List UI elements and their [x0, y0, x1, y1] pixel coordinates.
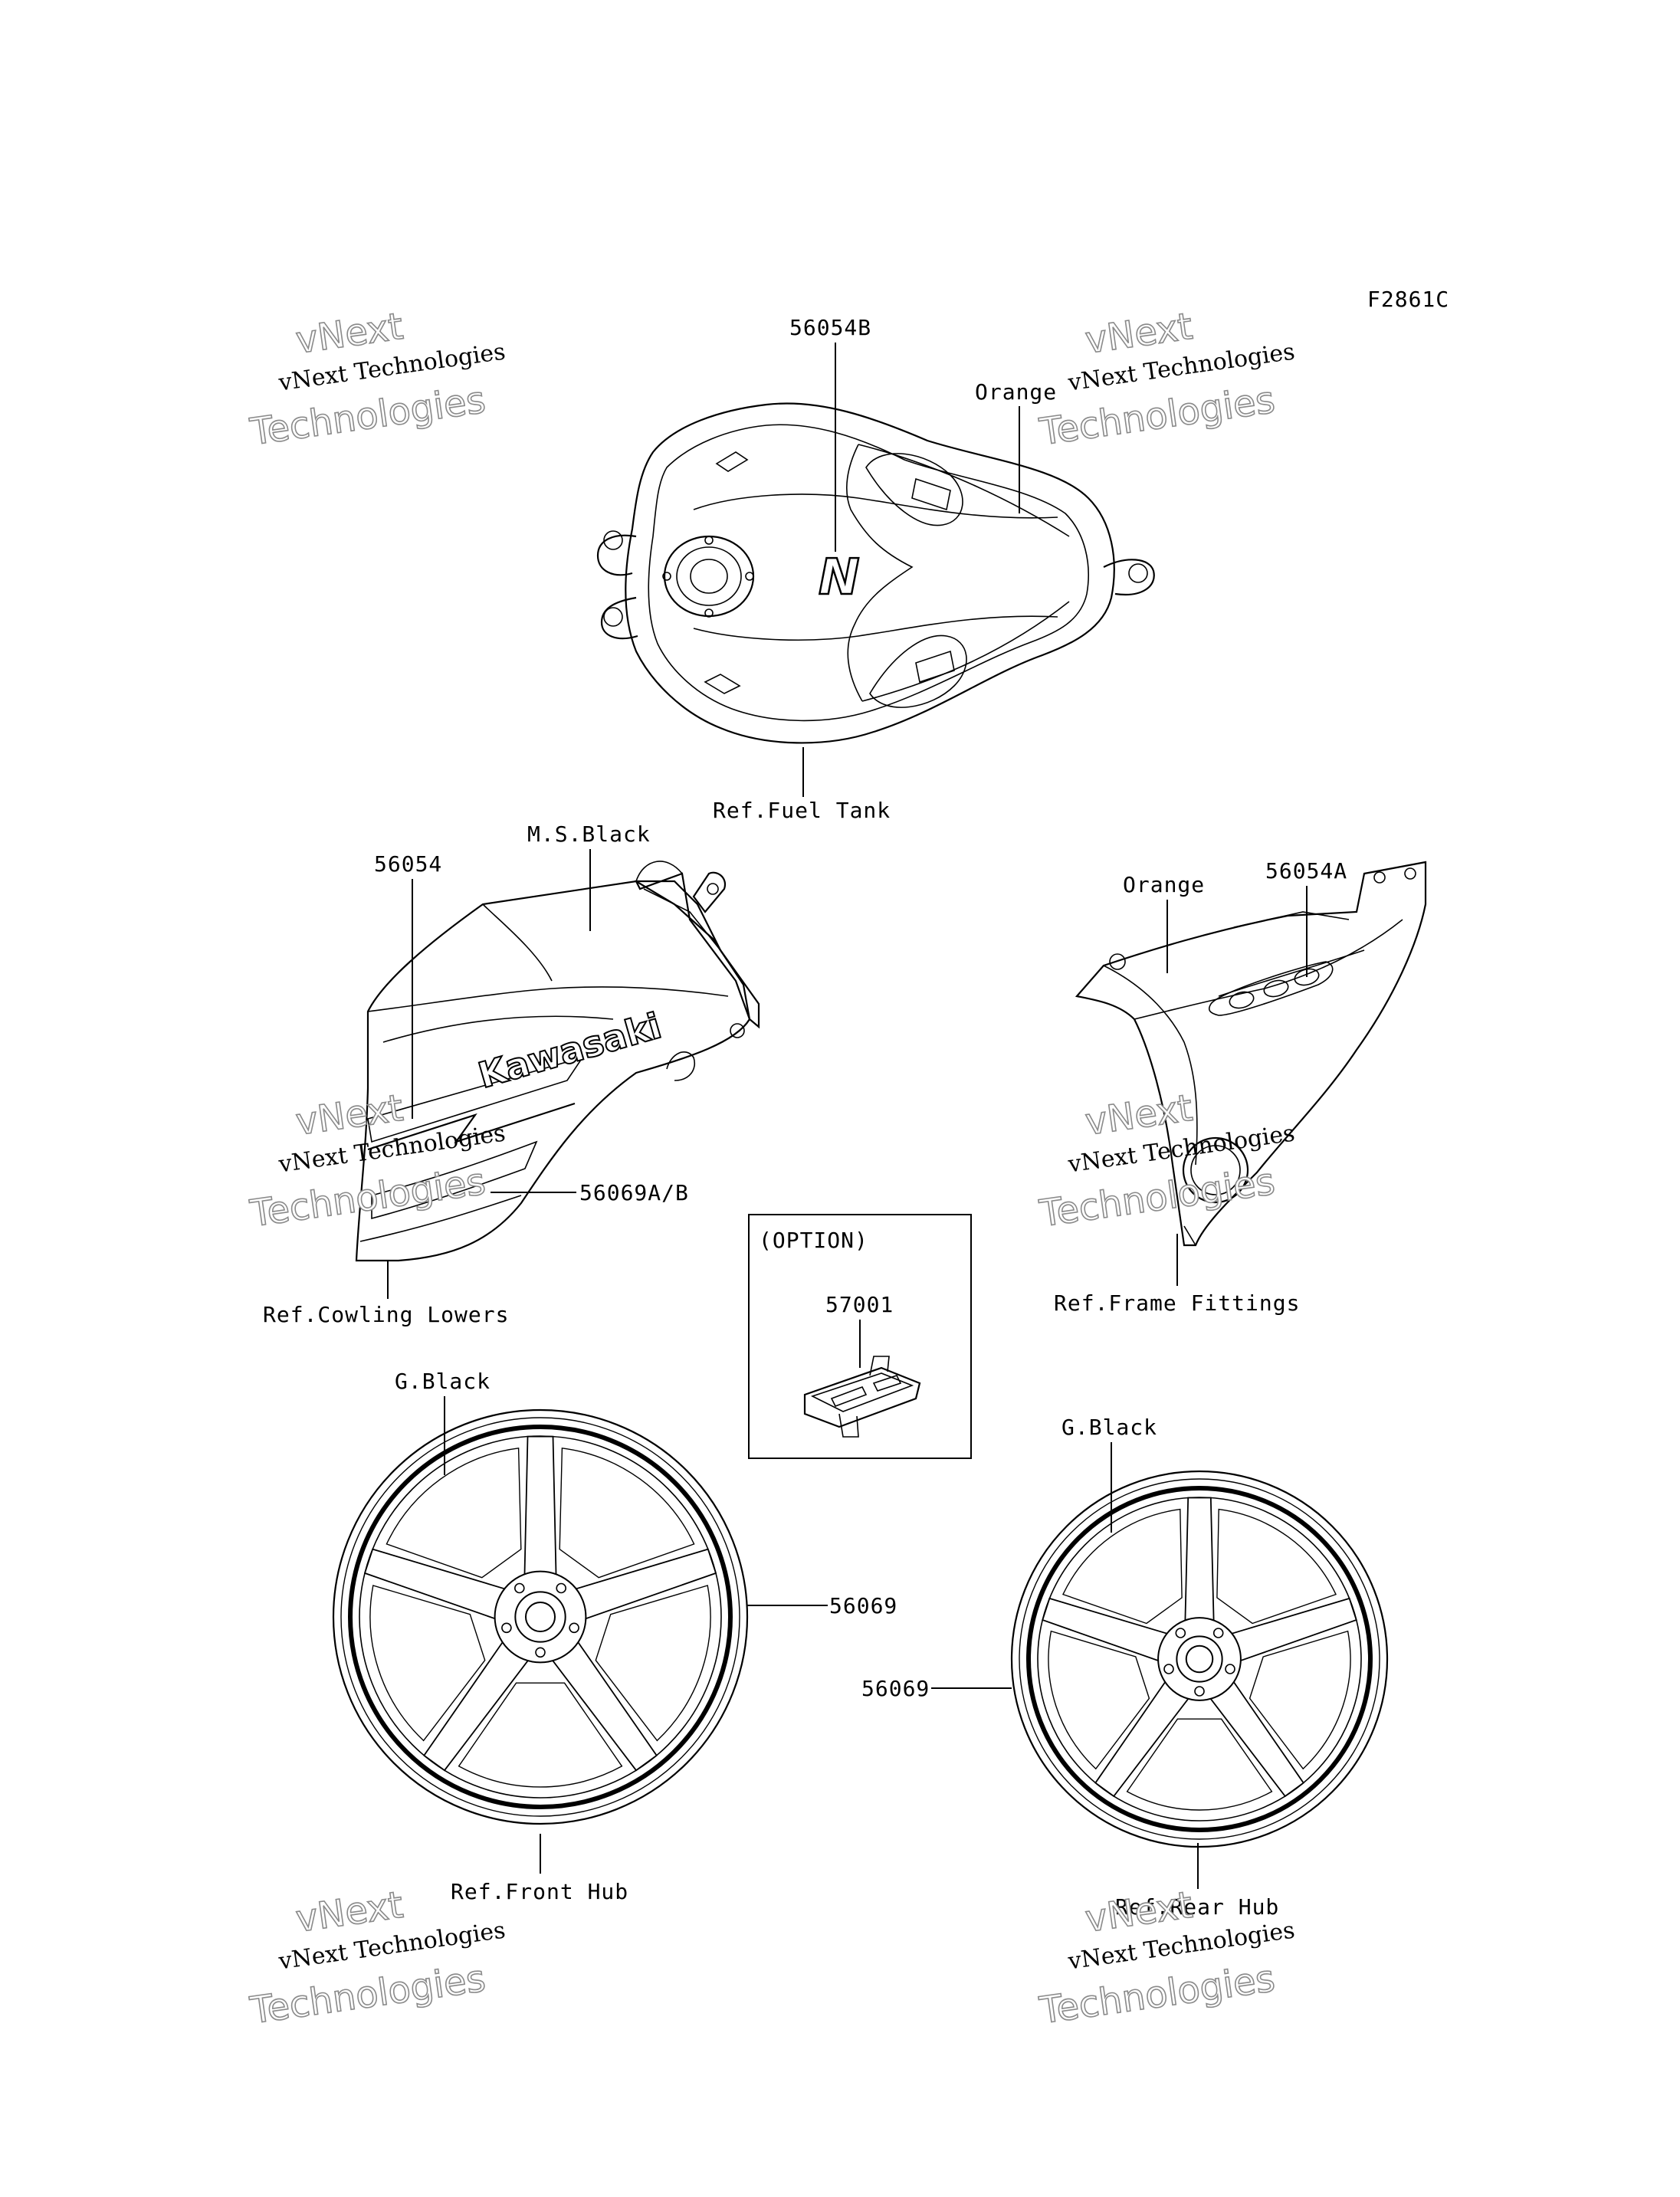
figure-code: F2861C	[1367, 287, 1449, 312]
rear-wheel-spoke-window	[1062, 1508, 1183, 1625]
option-part-57001-drawing	[803, 1356, 921, 1438]
label-ref-frame-fittings: Ref.Frame Fittings	[1054, 1290, 1300, 1316]
fuel-tank-drawing	[596, 402, 1155, 744]
rear-wheel-bolt	[1175, 1628, 1186, 1638]
label-front-56069: 56069	[829, 1593, 897, 1618]
rear-wheel-drawing	[1010, 1470, 1389, 1848]
rear-wheel-rim-edge	[1019, 1478, 1380, 1840]
label-ms-black: M.S.Black	[527, 821, 651, 847]
label-ref-rear-hub: Ref.Rear Hub	[1115, 1894, 1279, 1920]
front-wheel-bolt	[569, 1622, 579, 1634]
right-side-cover-drawing	[1075, 861, 1427, 1247]
label-ref-front-hub: Ref.Front Hub	[451, 1879, 628, 1904]
front-wheel-bolt	[535, 1647, 546, 1658]
front-wheel-spoke-window	[369, 1585, 486, 1742]
rear-wheel-rim-stripe	[1026, 1486, 1373, 1832]
front-wheel-spoke-window	[559, 1448, 695, 1579]
front-wheel-bolt	[514, 1582, 525, 1594]
rear-wheel-rim-outer	[1010, 1470, 1389, 1848]
watermark-top-left: vNext vNext Technologies Technologies	[247, 304, 507, 454]
front-wheel-rim-outer	[332, 1408, 749, 1825]
front-wheel-spoke-window	[458, 1682, 623, 1788]
front-wheel-rim-stripe	[348, 1425, 733, 1809]
front-wheel-hub-ring	[514, 1591, 566, 1643]
label-57001: 57001	[825, 1292, 894, 1317]
rear-wheel-spoke	[1042, 1597, 1168, 1662]
rear-wheel-spoke	[1209, 1681, 1304, 1798]
label-ref-cowling-lowers: Ref.Cowling Lowers	[263, 1302, 509, 1327]
label-right-orange: Orange	[1123, 872, 1205, 897]
rear-wheel-spoke-window	[1216, 1508, 1337, 1625]
watermark-middle-right: vNext vNext Technologies Technologies	[1036, 1086, 1297, 1236]
rear-wheel-spoke-window	[1048, 1630, 1150, 1770]
rear-wheel-spoke	[1184, 1497, 1215, 1622]
label-56054a: 56054A	[1265, 858, 1347, 884]
front-wheel-spoke-window	[386, 1448, 522, 1579]
label-rear-g-black: G.Black	[1061, 1415, 1157, 1440]
option-box	[748, 1214, 972, 1459]
rear-wheel-bolt	[1212, 1628, 1224, 1638]
front-wheel-spoke	[363, 1548, 506, 1620]
front-wheel-spoke	[423, 1641, 530, 1772]
front-wheel-bolt	[501, 1622, 512, 1634]
label-tank-orange: Orange	[975, 379, 1057, 405]
rear-wheel-axle	[1185, 1644, 1214, 1674]
rear-wheel-hub-ring	[1176, 1635, 1223, 1683]
label-56069ab: 56069A/B	[579, 1180, 689, 1205]
rear-wheel-spoke	[1231, 1597, 1357, 1662]
label-ref-fuel-tank: Ref.Fuel Tank	[713, 798, 891, 823]
label-option: (OPTION)	[759, 1228, 868, 1253]
watermark-top-right: vNext vNext Technologies Technologies	[1036, 304, 1297, 454]
tank-logo-decal: N	[819, 549, 860, 606]
label-56054b: 56054B	[789, 315, 871, 340]
front-wheel-spoke	[575, 1548, 717, 1620]
label-rear-56069: 56069	[861, 1676, 930, 1701]
label-56054: 56054	[374, 851, 442, 877]
rear-wheel-bolt	[1225, 1664, 1235, 1674]
rear-wheel-bolt	[1163, 1664, 1174, 1674]
rear-wheel-bolt	[1194, 1686, 1205, 1697]
front-wheel-spoke	[551, 1641, 658, 1772]
rear-wheel-spoke-window	[1249, 1630, 1351, 1770]
rear-wheel-spoke-window	[1126, 1718, 1273, 1811]
front-wheel-spoke-window	[595, 1585, 711, 1742]
front-wheel-rim-edge	[340, 1417, 740, 1817]
label-front-g-black: G.Black	[395, 1369, 491, 1394]
front-wheel-bolt	[556, 1582, 567, 1594]
front-wheel-drawing	[332, 1408, 749, 1825]
rear-wheel-hub	[1157, 1617, 1242, 1701]
front-wheel-axle	[524, 1601, 556, 1633]
front-wheel-hub	[494, 1570, 587, 1664]
rear-wheel-spoke	[1094, 1681, 1189, 1798]
front-wheel-spoke	[523, 1435, 557, 1576]
